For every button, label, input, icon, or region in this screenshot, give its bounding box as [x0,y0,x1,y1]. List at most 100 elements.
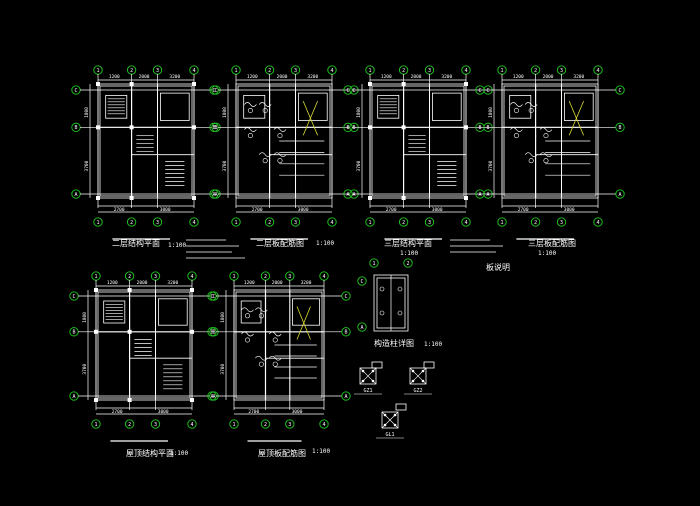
p6-axis-top-2-label: 2 [264,274,267,280]
p3-stair-box [377,95,400,119]
p5-axis-bottom-3-label: 3 [154,422,157,428]
detail-axis-1-circle [369,258,379,268]
p3-axis-right-C-label: C [486,88,489,94]
p3-column [464,125,468,130]
title-p1: 二层结构平面 [112,239,160,248]
p4-rebar-callout [513,108,519,114]
p1-axis-bottom-2-label: 2 [130,220,133,226]
p5-column [94,288,98,292]
p5-outer-wall [95,289,193,401]
p1-column [96,82,100,86]
p2-axis-bottom-2-label: 2 [268,220,271,226]
p4-rebar-callout [543,133,549,139]
p3-column [464,196,468,200]
p2-outer-wall [235,83,333,199]
scale-p1: 1:100 [168,242,187,249]
p1-dim-bottom-a: 2700 [114,207,125,213]
p5-axis-top-2-label: 2 [128,274,131,280]
p3-dim-top-total: 3200 [441,74,452,80]
p6-axis-bottom-2-label: 2 [264,422,267,428]
p2-rebar-callout [262,158,268,164]
p4-axis-right-C-circle [615,85,625,95]
p3-axis-top-2-label: 2 [402,68,405,74]
p1-column [192,125,196,130]
section-gz1-bar [371,369,375,373]
p6-axis-left-B-label: B [210,330,213,336]
p5-column [127,288,132,292]
p3-dim-top-b: 2000 [411,74,422,80]
p1-column [192,196,196,200]
p4-axis-top-2-label: 2 [534,68,537,74]
p3-column [368,196,372,200]
p2-axis-left-C-label: C [212,88,215,94]
p6-dim-top-total: 3200 [301,280,312,286]
p4-axis-bottom-4-label: 4 [596,220,599,226]
p6-outer-wall [233,289,325,401]
section-callout [395,403,407,411]
section-gz2-bar [411,379,415,383]
detail-axis-A-circle [357,322,367,332]
p5-dim-bottom-a: 2700 [112,409,123,415]
p3-axis-bottom-3-circle [424,217,435,227]
p2-axis-bottom-4-label: 4 [330,220,333,226]
p6-rebar-mark [255,307,268,313]
section-gz1-outline [359,367,377,385]
p1-axis-left-B-label: B [74,125,77,131]
p4-axis-top-3-label: 3 [560,68,563,74]
p4-rebar-mark [524,152,538,158]
p6-rebar-mark [268,331,282,337]
section-gl1-outline [381,411,399,429]
p3-outer-wall [369,83,467,199]
scale-detail: 1:100 [424,341,443,348]
p4-axis-bottom-1-label: 1 [500,220,503,226]
p3-column [401,82,406,86]
p5-axis-bottom-3-circle [150,419,161,429]
p2-axis-bottom-3-label: 3 [294,220,297,226]
p6-dim-top-a: 1200 [244,280,255,286]
p6-rebar-mark [241,307,254,313]
p2-rebar-mark [273,152,287,158]
p1-dim-side-a: 1800 [84,107,90,118]
p1-column [96,196,100,200]
p6-dim-bottom-b: 3000 [292,409,303,415]
section-gl1-bar [393,413,397,417]
p5-axis-right-B-label: B [212,330,215,336]
p5-column [94,398,98,402]
p4-rebar-callout [543,158,549,164]
p4-axis-bottom-3-label: 3 [560,220,563,226]
p6-room-box [292,298,320,326]
detail-rebar-dot [397,286,403,292]
p5-axis-top-4-label: 4 [190,274,193,280]
title-misc: 板说明 [486,263,510,272]
p6-axis-left-C-label: C [210,294,213,300]
p6-inner-wall [235,291,323,399]
p3-axis-left-A-label: A [346,192,349,198]
p5-axis-left-C-label: C [72,294,75,300]
p5-axis-left-B-label: B [72,330,75,336]
p1-axis-bottom-4-label: 4 [192,220,195,226]
p3-column [368,82,372,86]
p2-rebar-mark [273,127,287,132]
p1-axis-right-B-label: B [214,125,217,131]
p1-axis-bottom-3-label: 3 [156,220,159,226]
p1-axis-top-2-label: 2 [130,68,133,74]
p5-axis-bottom-2-label: 2 [128,422,131,428]
p5-axis-right-C-label: C [212,294,215,300]
p3-dim-bottom-b: 3000 [432,207,443,213]
p6-rebar-mark [255,355,268,361]
p6-axis-bottom-4-circle [319,419,329,429]
title-p6: 屋顶板配筋图 [258,449,306,458]
p6-axis-bottom-1-label: 1 [232,422,235,428]
p1-column [96,125,100,130]
p6-axis-bottom-4-label: 4 [322,422,325,428]
p1-axis-bottom-3-circle [152,217,163,227]
p2-rebar-callout [247,133,253,139]
p5-dim-side-a: 1800 [82,312,88,323]
p1-stair-box [105,95,128,119]
p1-dim-top-total: 3200 [169,74,180,80]
p4-rebar-mark [524,102,538,107]
title-p5: 屋顶结构平面 [126,449,174,458]
p5-axis-top-1-label: 1 [94,274,97,280]
p4-dim-top-b: 2000 [543,74,554,80]
